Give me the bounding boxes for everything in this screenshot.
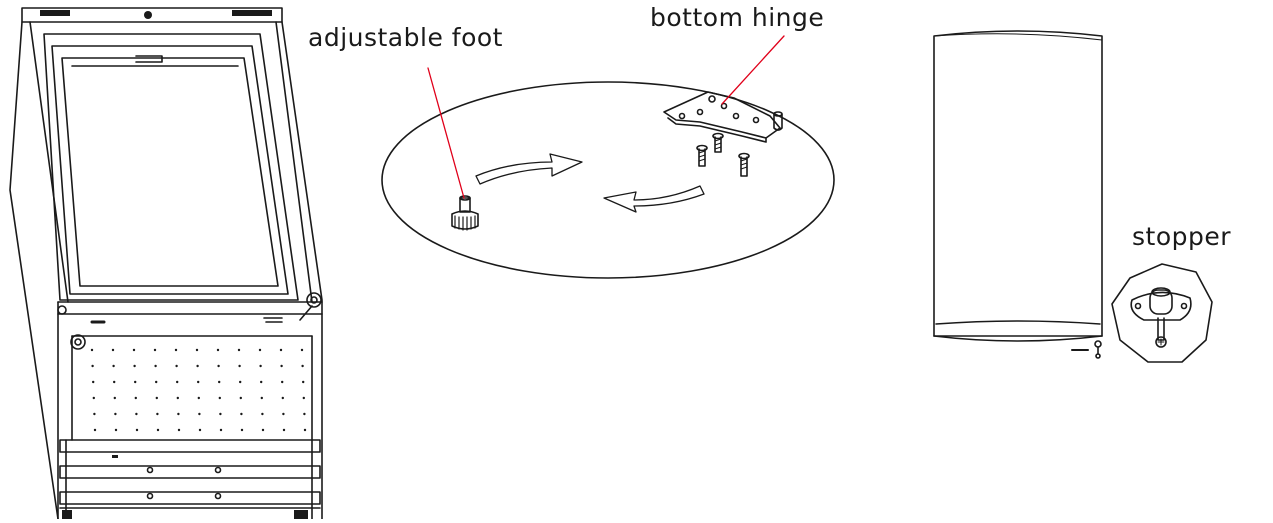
bottom-hinge-label: bottom hinge: [650, 3, 825, 32]
panel-dot: [112, 364, 115, 368]
panel-dot: [282, 428, 286, 432]
panel-dot: [195, 348, 199, 352]
panel-dot: [177, 428, 181, 432]
panel-dot: [114, 412, 117, 416]
panel-dot: [301, 364, 304, 368]
panel-dot: [135, 412, 138, 416]
rotate-arrow-icon: [475, 153, 583, 185]
screw-2: [696, 144, 708, 167]
panel-dot: [302, 396, 305, 400]
panel-dot: [282, 412, 285, 416]
panel-dot: [133, 364, 136, 368]
panel-dot: [156, 412, 159, 416]
screw-3: [738, 152, 750, 177]
panel-dot: [258, 348, 262, 352]
panel-dot: [281, 396, 284, 400]
panel-dot: [239, 396, 242, 400]
adjustable-foot-leader: [427, 67, 465, 199]
cabinet-back-dots: [90, 348, 307, 432]
fridge-door: [933, 30, 1103, 359]
panel-dot: [92, 380, 95, 384]
panel-dot: [196, 364, 199, 368]
panel-dot: [279, 348, 283, 352]
panel-dot: [238, 364, 241, 368]
panel-dot: [218, 380, 221, 384]
panel-dot: [153, 348, 157, 352]
hinge-detail-ellipse: [381, 81, 835, 279]
adjustable-foot-label: adjustable foot: [308, 23, 503, 52]
panel-dot: [240, 412, 243, 416]
panel-dot: [217, 364, 220, 368]
panel-dot: [197, 380, 200, 384]
hinge-screws: [696, 132, 750, 177]
panel-dot: [219, 428, 223, 432]
leader-lines: [427, 35, 785, 199]
panel-dot: [281, 380, 284, 384]
panel-dot: [260, 396, 263, 400]
adjustable-foot-part: [451, 195, 479, 231]
panel-dot: [197, 396, 200, 400]
panel-dot: [260, 380, 263, 384]
panel-dot: [92, 396, 96, 400]
panel-dot: [113, 380, 116, 384]
panel-dot: [198, 428, 202, 432]
panel-dot: [239, 380, 242, 384]
panel-dot: [155, 380, 158, 384]
bottom-hinge-part: [663, 91, 783, 143]
panel-dot: [261, 428, 265, 432]
panel-dot: [240, 428, 244, 432]
fridge-cabinet: [9, 7, 323, 520]
panel-dot: [113, 396, 117, 400]
panel-dot: [174, 348, 178, 352]
screw-1: [712, 132, 724, 153]
panel-dot: [259, 364, 262, 368]
panel-dot: [303, 412, 306, 416]
panel-dot: [91, 364, 94, 368]
panel-dot: [90, 348, 94, 352]
panel-dot: [134, 396, 137, 400]
panel-dot: [198, 412, 201, 416]
panel-dot: [175, 364, 178, 368]
bottom-hinge-leader: [721, 35, 785, 105]
panel-dot: [155, 396, 158, 400]
panel-dot: [177, 412, 180, 416]
panel-dot: [132, 348, 136, 352]
panel-dot: [261, 412, 264, 416]
panel-dot: [93, 412, 96, 416]
panel-dot: [154, 364, 157, 368]
panel-dot: [176, 396, 179, 400]
panel-dot: [303, 428, 307, 432]
panel-dot: [135, 428, 139, 432]
rotate-back-arrow-icon: [603, 185, 705, 213]
panel-dot: [111, 348, 115, 352]
panel-dot: [156, 428, 160, 432]
panel-dot: [218, 396, 221, 400]
panel-dot: [300, 348, 304, 352]
panel-dot: [219, 412, 222, 416]
panel-dot: [237, 348, 241, 352]
stopper-detail: [1111, 263, 1213, 363]
panel-dot: [216, 348, 220, 352]
stopper-label: stopper: [1132, 222, 1232, 251]
panel-dot: [280, 364, 283, 368]
panel-dot: [134, 380, 137, 384]
panel-dot: [302, 380, 305, 384]
panel-dot: [93, 428, 97, 432]
panel-dot: [176, 380, 179, 384]
panel-dot: [114, 428, 118, 432]
